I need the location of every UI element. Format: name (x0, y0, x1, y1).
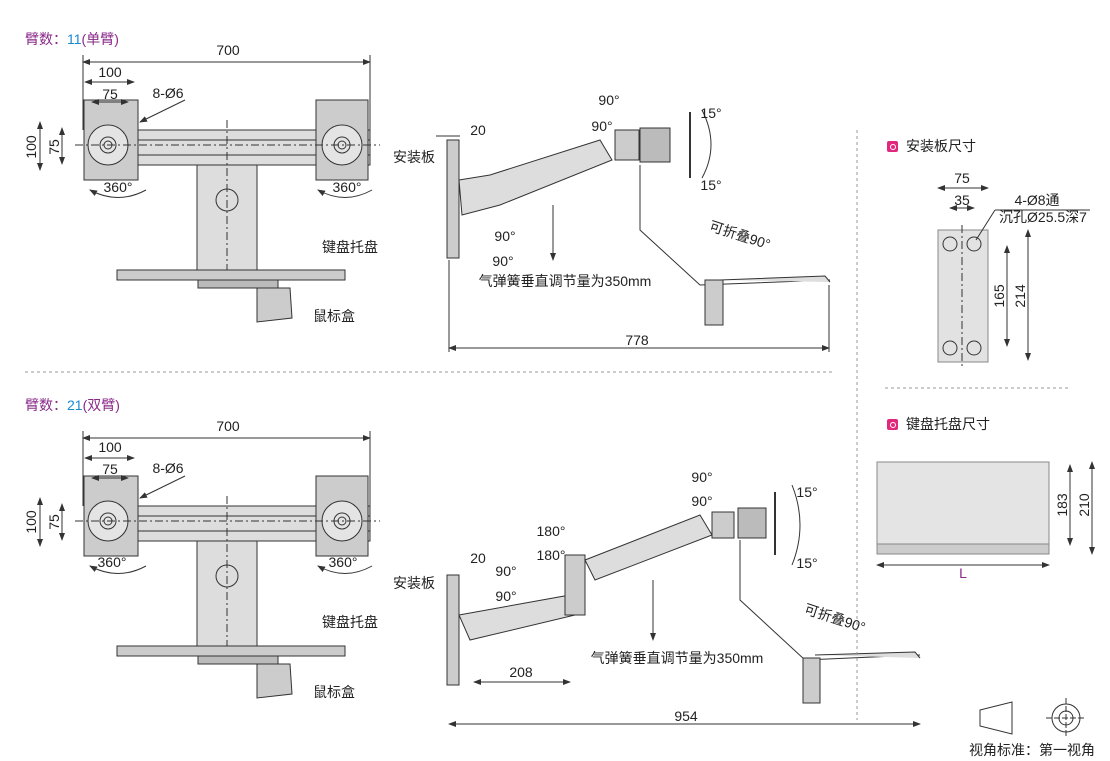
dim-vesa-outer: 100 (98, 64, 122, 80)
dim-holes: 8-Ø6 (152, 85, 184, 101)
arm-label: 臂数： (25, 31, 67, 47)
plate-width: 75 (954, 170, 970, 186)
first-angle-projection-symbol (979, 698, 1086, 738)
dim-width: 700 (216, 418, 240, 434)
plate-hole-spec: 4-Ø8通 (1014, 192, 1060, 208)
dim-plate-offset: 20 (470, 550, 486, 566)
plate-counterbore: 沉孔Ø25.5深7 (999, 209, 1087, 225)
rotation-left: 360° (103, 179, 133, 195)
tray-size-title: 键盘托盘尺寸 (887, 414, 990, 434)
angle-head-down: 90° (691, 493, 713, 509)
label-mount-plate: 安装板 (393, 149, 435, 165)
rotation-right: 360° (332, 179, 362, 195)
arm-type: (单臂) (81, 31, 119, 47)
arm-type: (双臂) (82, 397, 120, 413)
angle-head-up: 90° (598, 92, 620, 108)
dim-reach: 954 (674, 708, 698, 724)
angle-base-up: 90° (494, 228, 516, 244)
label-tray: 键盘托盘 (322, 239, 378, 255)
arm-count-single: 臂数：11(单臂) (25, 29, 119, 49)
rotation-right: 360° (328, 554, 358, 570)
plate-height: 214 (1012, 284, 1028, 308)
dim-lower-arm: 208 (509, 664, 533, 680)
angle-base-down: 90° (492, 253, 514, 269)
angle-tilt-down: 15° (700, 177, 722, 193)
angle-elbow-down: 180° (536, 547, 566, 563)
side-view-double (446, 484, 921, 727)
arm-code: 21 (67, 397, 83, 413)
plate-title-text: 安装板尺寸 (906, 138, 976, 154)
angle-base-down: 90° (495, 588, 517, 604)
mount-plate-drawing (937, 185, 1090, 368)
projection-label: 视角标准：第一视角 (969, 742, 1095, 758)
angle-tilt-down: 15° (796, 555, 818, 571)
tray-size-title-text: 键盘托盘尺寸 (906, 416, 990, 432)
angle-tilt-up: 15° (796, 484, 818, 500)
dim-width: 700 (216, 42, 240, 58)
arm-count-double: 臂数：21(双臂) (25, 395, 120, 415)
dim-v-inner: 75 (46, 514, 62, 530)
label-mouse-box: 鼠标盒 (313, 308, 355, 324)
side-view-single (436, 109, 831, 352)
label-gas-spring: 气弹簧垂直调节量为350mm (590, 650, 764, 666)
dim-vesa-inner: 75 (102, 461, 118, 477)
angle-tilt-up: 15° (700, 105, 722, 121)
plate-hole-v: 165 (991, 284, 1007, 308)
dim-holes: 8-Ø6 (152, 460, 184, 476)
dim-vesa-outer: 100 (98, 439, 122, 455)
angle-head-up: 90° (691, 469, 713, 485)
angle-elbow-up: 180° (536, 523, 566, 539)
arm-label: 臂数： (25, 397, 67, 413)
plate-hole-spacing: 35 (954, 192, 970, 208)
rotation-left: 360° (97, 554, 127, 570)
bullet-icon (887, 419, 898, 430)
dim-plate-offset: 20 (470, 122, 486, 138)
dim-v-inner: 75 (46, 139, 62, 155)
dim-v-outer: 100 (23, 135, 39, 159)
label-gas-spring: 气弹簧垂直调节量为350mm (478, 273, 652, 289)
tray-depth: 210 (1076, 493, 1092, 517)
dim-vesa-inner: 75 (102, 86, 118, 102)
tray-length: L (959, 565, 967, 581)
dim-reach: 778 (625, 332, 649, 348)
dim-v-outer: 100 (23, 510, 39, 534)
bullet-icon (887, 141, 898, 152)
label-mouse-box: 鼠标盒 (313, 684, 355, 700)
tray-depth-inner: 183 (1054, 493, 1070, 517)
arm-code: 11 (67, 31, 82, 47)
angle-head-down: 90° (591, 118, 613, 134)
angle-base-up: 90° (495, 563, 517, 579)
tray-size-drawing (876, 461, 1095, 568)
plate-title: 安装板尺寸 (887, 136, 976, 156)
label-tray: 键盘托盘 (322, 614, 378, 630)
label-mount-plate: 安装板 (393, 575, 435, 591)
